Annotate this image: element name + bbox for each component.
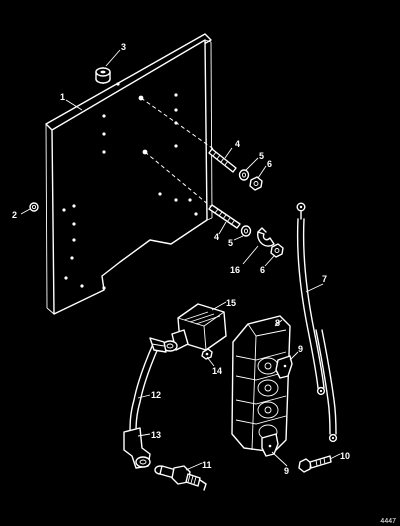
washer-upper: [238, 169, 250, 181]
coil-screw: [201, 348, 213, 360]
callout-13: 13: [151, 430, 161, 440]
bracket-clip-upper: [275, 355, 293, 379]
callout-7: 7: [322, 274, 327, 284]
spark-plug-boot: [123, 427, 151, 469]
grommet: [29, 202, 39, 212]
reference-number: 4447: [380, 518, 396, 525]
bracket-clip-lower: [261, 433, 279, 457]
high-tension-lead: [129, 337, 167, 435]
spacer: [95, 67, 111, 84]
callout-12: 12: [151, 390, 161, 400]
callout-6-upper: 6: [267, 159, 272, 169]
callout-15: 15: [226, 298, 236, 308]
callout-16: 16: [230, 265, 240, 275]
callout-5-upper: 5: [259, 151, 264, 161]
callout-4-lower: 4: [214, 232, 219, 242]
callout-11: 11: [202, 460, 212, 470]
spark-plug: [154, 465, 207, 491]
callout-labels: 1 2 3 4 4 5 5 6 6 7 8 9 9 10 11 12 13 14…: [12, 42, 350, 476]
ignition-coil: [162, 303, 227, 352]
nut-lower: [270, 243, 284, 258]
callout-3: 3: [121, 42, 126, 52]
cable-clamp: [257, 227, 275, 247]
callout-2: 2: [12, 210, 17, 220]
centerline-upper: [140, 97, 216, 151]
callout-9-lower: 9: [284, 466, 289, 476]
callout-5-lower: 5: [228, 238, 233, 248]
callout-8: 8: [275, 318, 280, 328]
callout-4-upper: 4: [235, 139, 240, 149]
stud-upper: [208, 148, 237, 173]
callout-14: 14: [212, 366, 222, 376]
mounting-plate: [45, 33, 213, 315]
callout-leaders: [20, 49, 341, 471]
ground-lead: [296, 202, 338, 443]
bolt: [298, 455, 332, 473]
callout-9-upper: 9: [298, 344, 303, 354]
washer-lower: [240, 225, 252, 237]
nut-upper: [249, 176, 263, 191]
callout-10: 10: [340, 451, 350, 461]
centerline-lower: [144, 151, 216, 211]
callout-6-lower: 6: [260, 265, 265, 275]
coil-bracket: [231, 315, 291, 453]
callout-1: 1: [60, 92, 65, 102]
stud-lower: [208, 204, 241, 229]
